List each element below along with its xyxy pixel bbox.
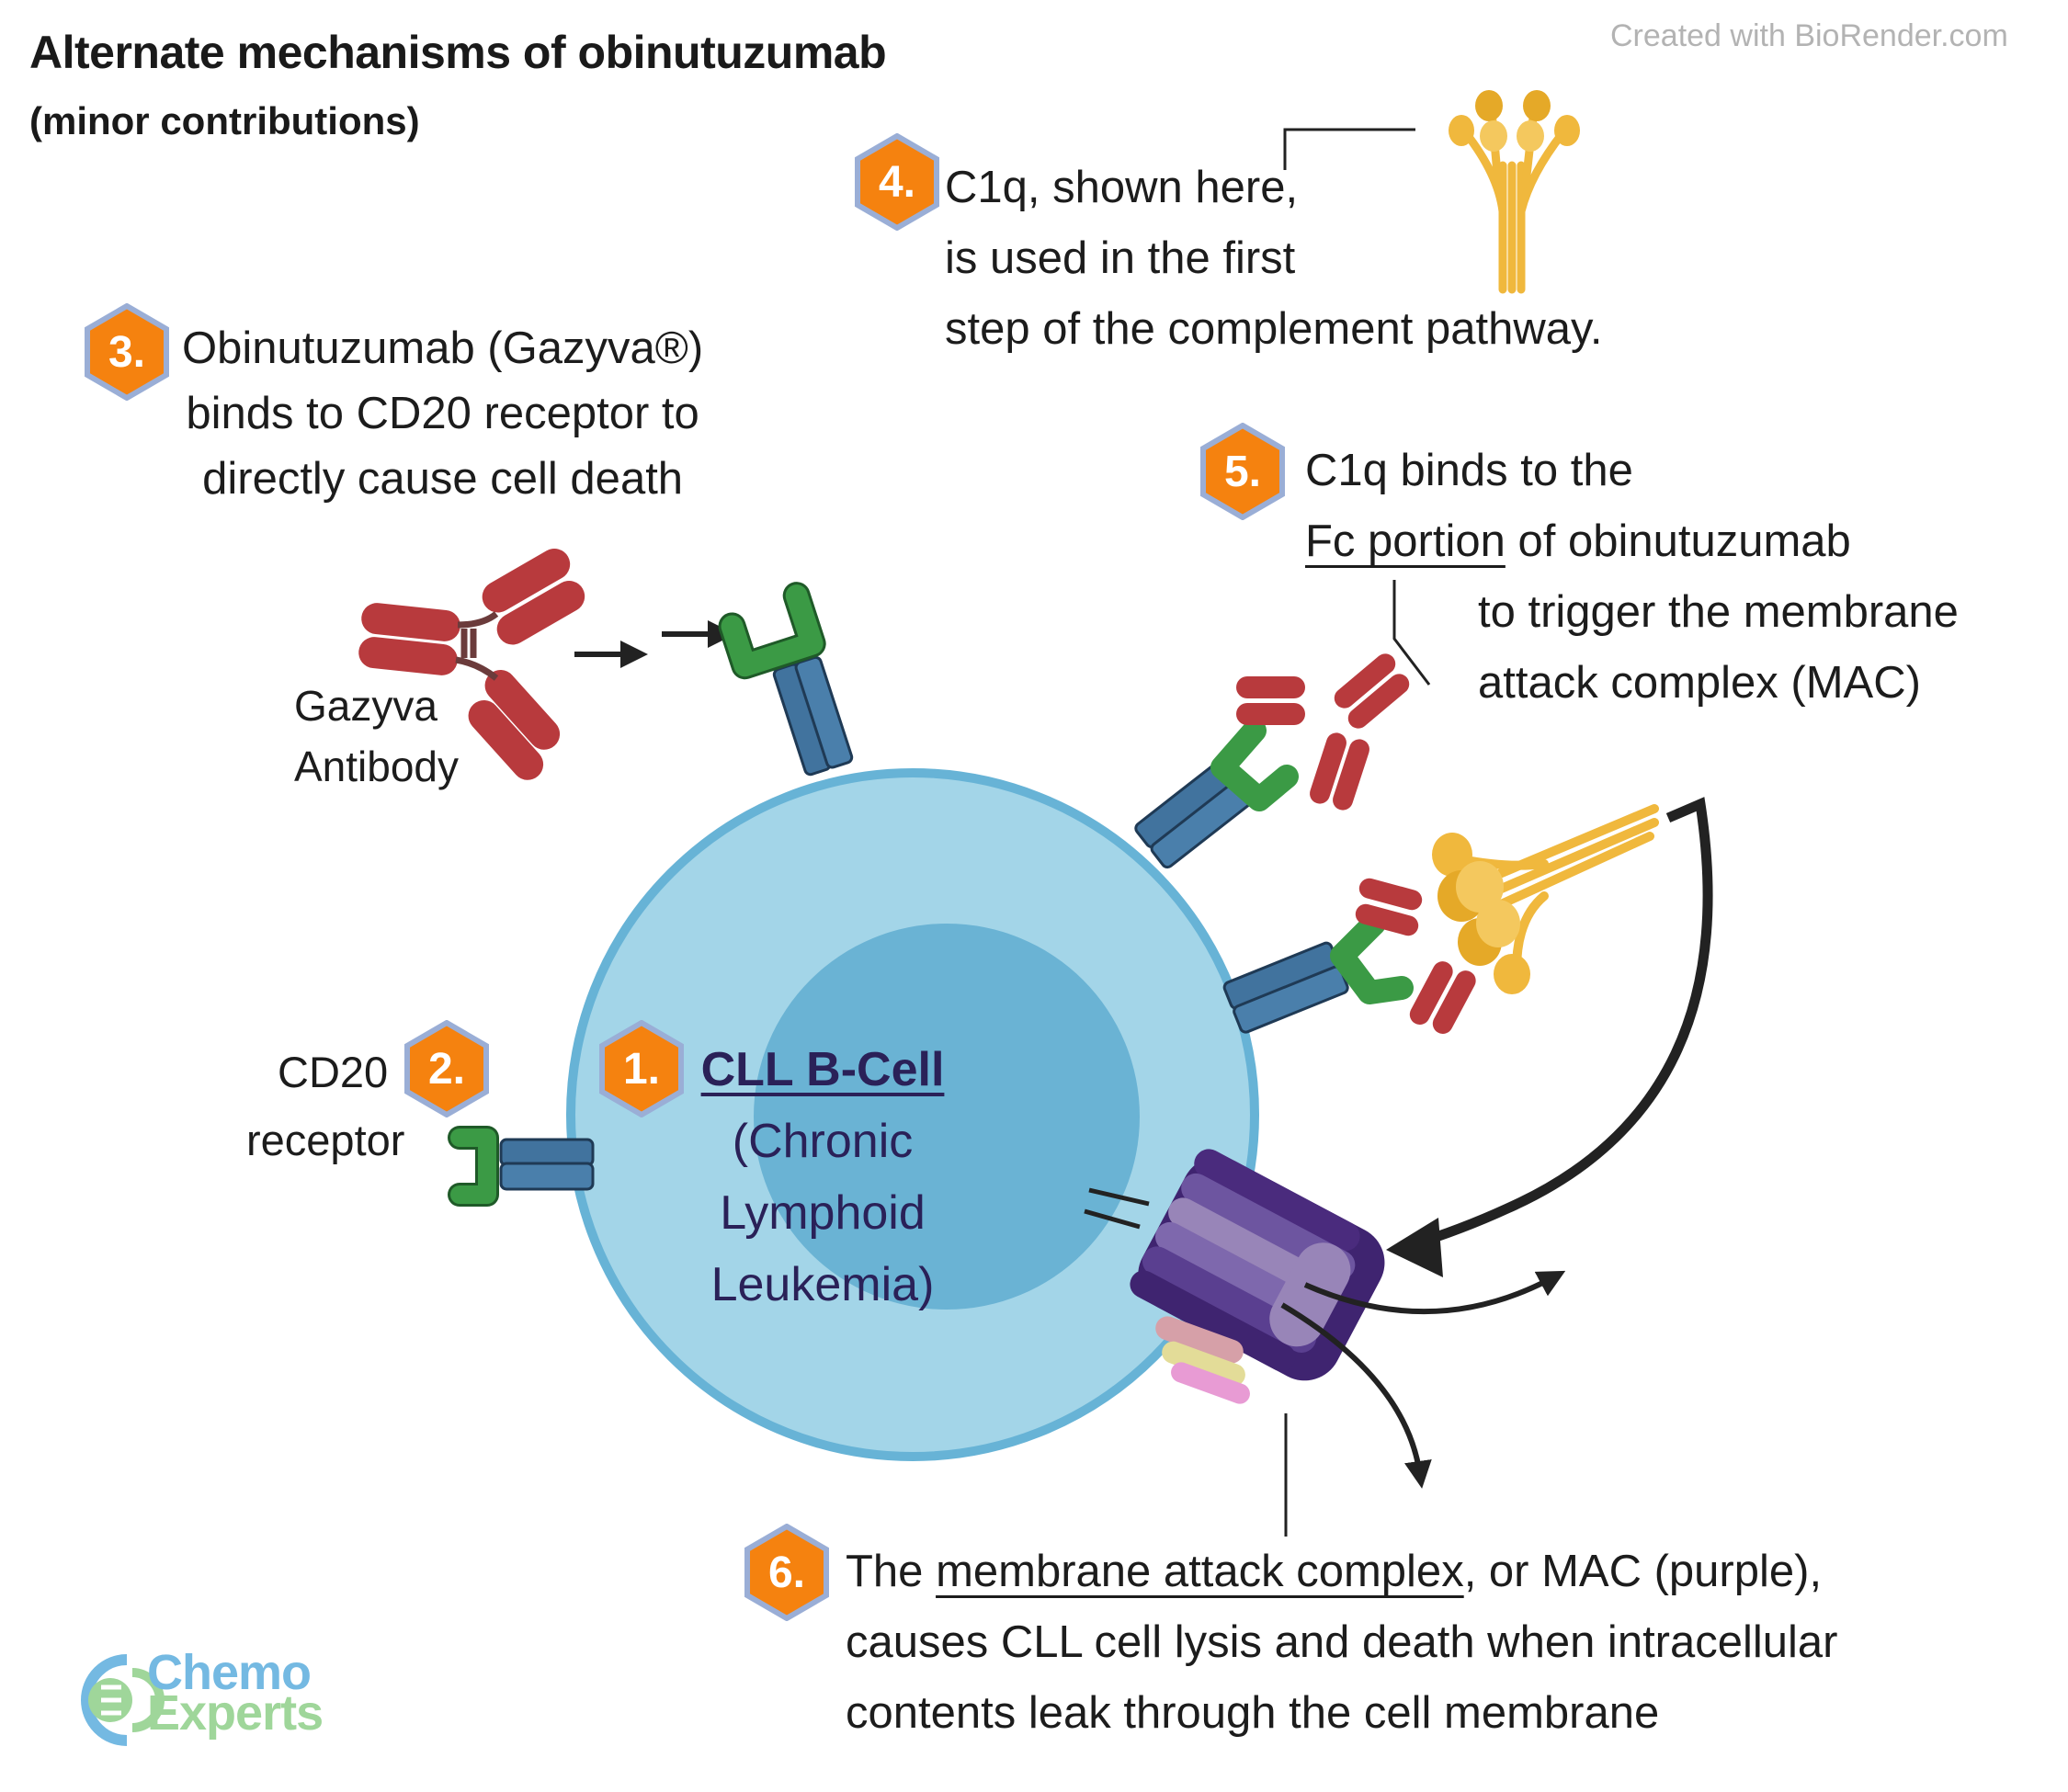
- callout-line-fc: [1392, 580, 1431, 686]
- cd20-label: CD20: [278, 1048, 389, 1096]
- biorender-watermark: Created with BioRender.com: [1610, 18, 2008, 53]
- step-6-line3: contents leak through the cell membrane: [846, 1688, 1660, 1738]
- chemo-experts-logo-icon: [81, 1654, 165, 1746]
- step-4-text: C1q, shown here, is used in the first st…: [945, 153, 1602, 365]
- step-5-line4: attack complex (MAC): [1478, 658, 1921, 708]
- step-badge-6: 6.: [744, 1524, 829, 1621]
- cell-nucleus: [754, 924, 1140, 1310]
- cell-heading: CLL B-Cell: [700, 1043, 945, 1096]
- badge-number: 6.: [767, 1548, 806, 1597]
- c1q-molecule-icon: [1283, 90, 1580, 294]
- text-line: is used in the first: [945, 233, 1296, 283]
- step-badge-2: 2.: [404, 1020, 489, 1117]
- page-title: Alternate mechanisms of obinutuzumab: [29, 27, 887, 78]
- bound-antibody-c1q-complex: [1222, 804, 1659, 1034]
- badge-number: 4.: [878, 157, 916, 207]
- step-badge-5: 5.: [1200, 423, 1285, 520]
- badge-number: 5.: [1223, 447, 1262, 496]
- text-fragment: The: [846, 1547, 937, 1596]
- text-line: Obinutuzumab (Gazyva®): [182, 323, 704, 373]
- text-line: Leukemia): [710, 1258, 935, 1311]
- membrane-attack-complex-icon: [1084, 1149, 1566, 1489]
- gazyva-antibody-label: Gazyva Antibody: [294, 675, 459, 797]
- c1q-to-mac-arrow: [1409, 797, 1713, 1251]
- receptor-label: receptor: [246, 1116, 405, 1164]
- arrowhead-icon: [1386, 1218, 1443, 1277]
- text-line: Antibody: [294, 743, 460, 790]
- step-badge-3: 3.: [85, 303, 169, 401]
- text-line: directly cause cell death: [202, 454, 684, 504]
- c1q-bound-icon: [1432, 804, 1659, 994]
- cd20-receptor-left: [448, 1126, 595, 1207]
- step-5-line3: to trigger the membrane: [1478, 587, 1959, 637]
- text-line: C1q, shown here,: [945, 163, 1299, 212]
- badge-number: 3.: [108, 327, 146, 377]
- step-badge-4: 4.: [855, 133, 939, 231]
- callout-line: [1283, 128, 1415, 170]
- step-badge-1: 1.: [599, 1020, 684, 1117]
- cell-label: CLL B-Cell (Chronic Lymphoid Leukemia): [680, 1034, 965, 1321]
- text-line: step of the complement pathway.: [945, 304, 1603, 354]
- text-line: binds to CD20 receptor to: [186, 389, 699, 438]
- step-6-text: The membrane attack complex, or MAC (pur…: [846, 1537, 1837, 1749]
- mac-term: membrane attack complex: [936, 1547, 1464, 1596]
- bound-antibody-receptor-1: [1134, 653, 1410, 869]
- badge-number: 2.: [427, 1044, 466, 1094]
- text-fragment: , or MAC (purple),: [1463, 1547, 1823, 1596]
- logo-text-experts: Experts: [147, 1685, 324, 1741]
- text-line: Gazyva: [294, 682, 437, 730]
- page-subtitle: (minor contributions): [29, 99, 420, 142]
- step-5-line2: Fc portion of obinutuzumab: [1305, 506, 1851, 577]
- gazyva-antibody-icon: [358, 549, 585, 780]
- text-line: Lymphoid: [720, 1186, 926, 1240]
- cll-b-cell: [566, 768, 1259, 1461]
- text-line: (Chronic: [732, 1115, 914, 1168]
- logo-text-chemo: Chemo: [147, 1645, 312, 1700]
- step-3-text: Obinutuzumab (Gazyva®) binds to CD20 rec…: [182, 316, 703, 512]
- leak-arrow-icon: [1280, 1302, 1432, 1489]
- step-6-line2: causes CLL cell lysis and death when int…: [846, 1617, 1838, 1667]
- leak-arrow-icon: [1303, 1270, 1566, 1315]
- badge-number: 1.: [622, 1044, 661, 1094]
- fc-portion-term: Fc portion: [1305, 516, 1506, 566]
- step-6-line1: The membrane attack complex, or MAC (pur…: [846, 1537, 1837, 1607]
- chemo-experts-logo: Chemo Experts: [55, 1645, 349, 1751]
- text-fragment: of obinutuzumab: [1505, 516, 1851, 566]
- approach-arrows: [574, 620, 735, 668]
- step-5-line1: C1q binds to the: [1305, 446, 1633, 495]
- cd20-receptor-top: [718, 582, 854, 777]
